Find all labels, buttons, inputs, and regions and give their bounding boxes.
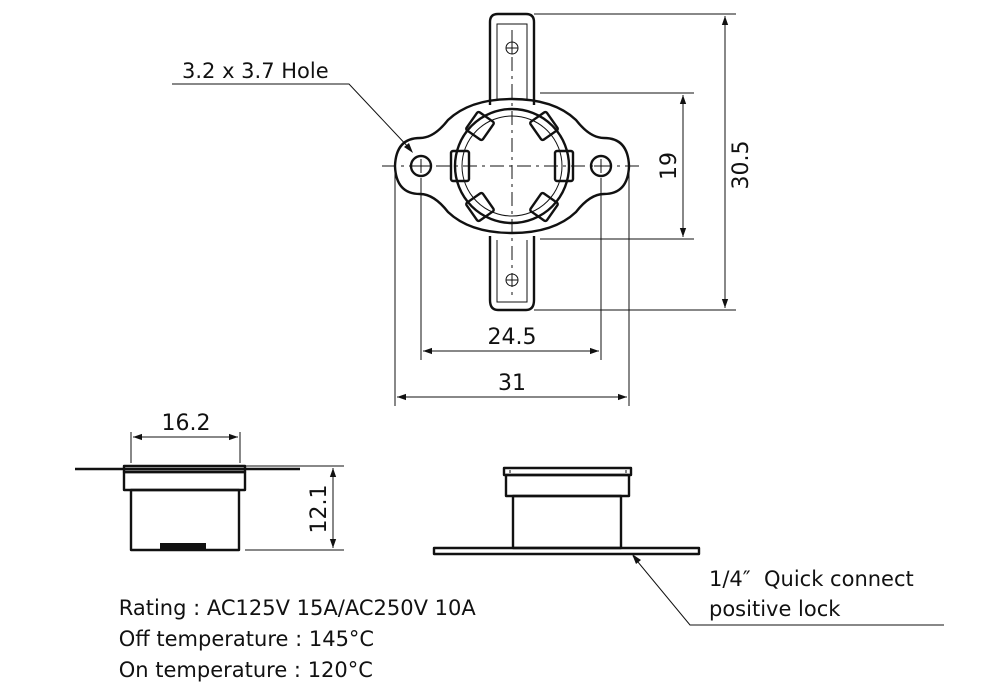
side-view-dimensions: 16.2 12.1	[130, 411, 344, 551]
front-view-base-plate	[432, 546, 701, 556]
spec-rating-value: AC125V 15A/AC250V 10A	[207, 596, 476, 620]
front-view-rim	[504, 473, 631, 498]
top-view-dimensions: 30.5 19 24.5 31	[394, 13, 754, 406]
quick-connect-callout: 1/4″ Quick connect positive lock	[632, 554, 944, 626]
spec-off-temperature-separator: :	[288, 627, 308, 651]
top-view	[382, 12, 643, 312]
height-total-label: 30.5	[729, 141, 754, 190]
spec-rating: Rating : AC125V 15A/AC250V 10A	[72, 596, 509, 620]
side-height-label: 12.1	[307, 485, 332, 534]
front-view	[432, 466, 701, 556]
specifications: Rating : AC125V 15A/AC250V 10A Off tempe…	[72, 596, 509, 682]
side-view-disc	[160, 543, 206, 550]
front-view-body	[511, 494, 623, 550]
height-inner-label: 19	[657, 152, 682, 180]
spec-off-temperature-label: Off temperature	[119, 627, 289, 651]
lower-terminal-detail	[496, 240, 528, 303]
hole-callout-label: 3.2 x 3.7 Hole	[182, 59, 329, 83]
upper-terminal	[488, 12, 536, 105]
spec-on-temperature-separator: :	[287, 658, 307, 682]
hole-callout: 3.2 x 3.7 Hole	[172, 59, 413, 153]
spec-on-temperature-label: On temperature	[119, 658, 288, 682]
spec-off-temperature: Off temperature : 145°C	[72, 627, 407, 651]
width-total-label: 31	[498, 371, 526, 396]
spec-rating-separator: :	[186, 596, 206, 620]
width-holes-label: 24.5	[488, 325, 537, 350]
spec-off-temperature-value: 145°C	[309, 627, 374, 651]
side-width-label: 16.2	[162, 411, 211, 436]
side-view-body	[129, 488, 241, 552]
quick-connect-line1: 1/4″ Quick connect	[709, 567, 914, 591]
spec-on-temperature: On temperature : 120°C	[72, 658, 406, 682]
spec-rating-label: Rating	[119, 596, 187, 620]
side-view	[75, 464, 300, 552]
quick-connect-line2: positive lock	[709, 597, 841, 621]
side-view-rim	[122, 470, 247, 492]
upper-terminal-detail	[496, 23, 528, 100]
lower-terminal	[488, 236, 536, 312]
spec-on-temperature-value: 120°C	[308, 658, 373, 682]
